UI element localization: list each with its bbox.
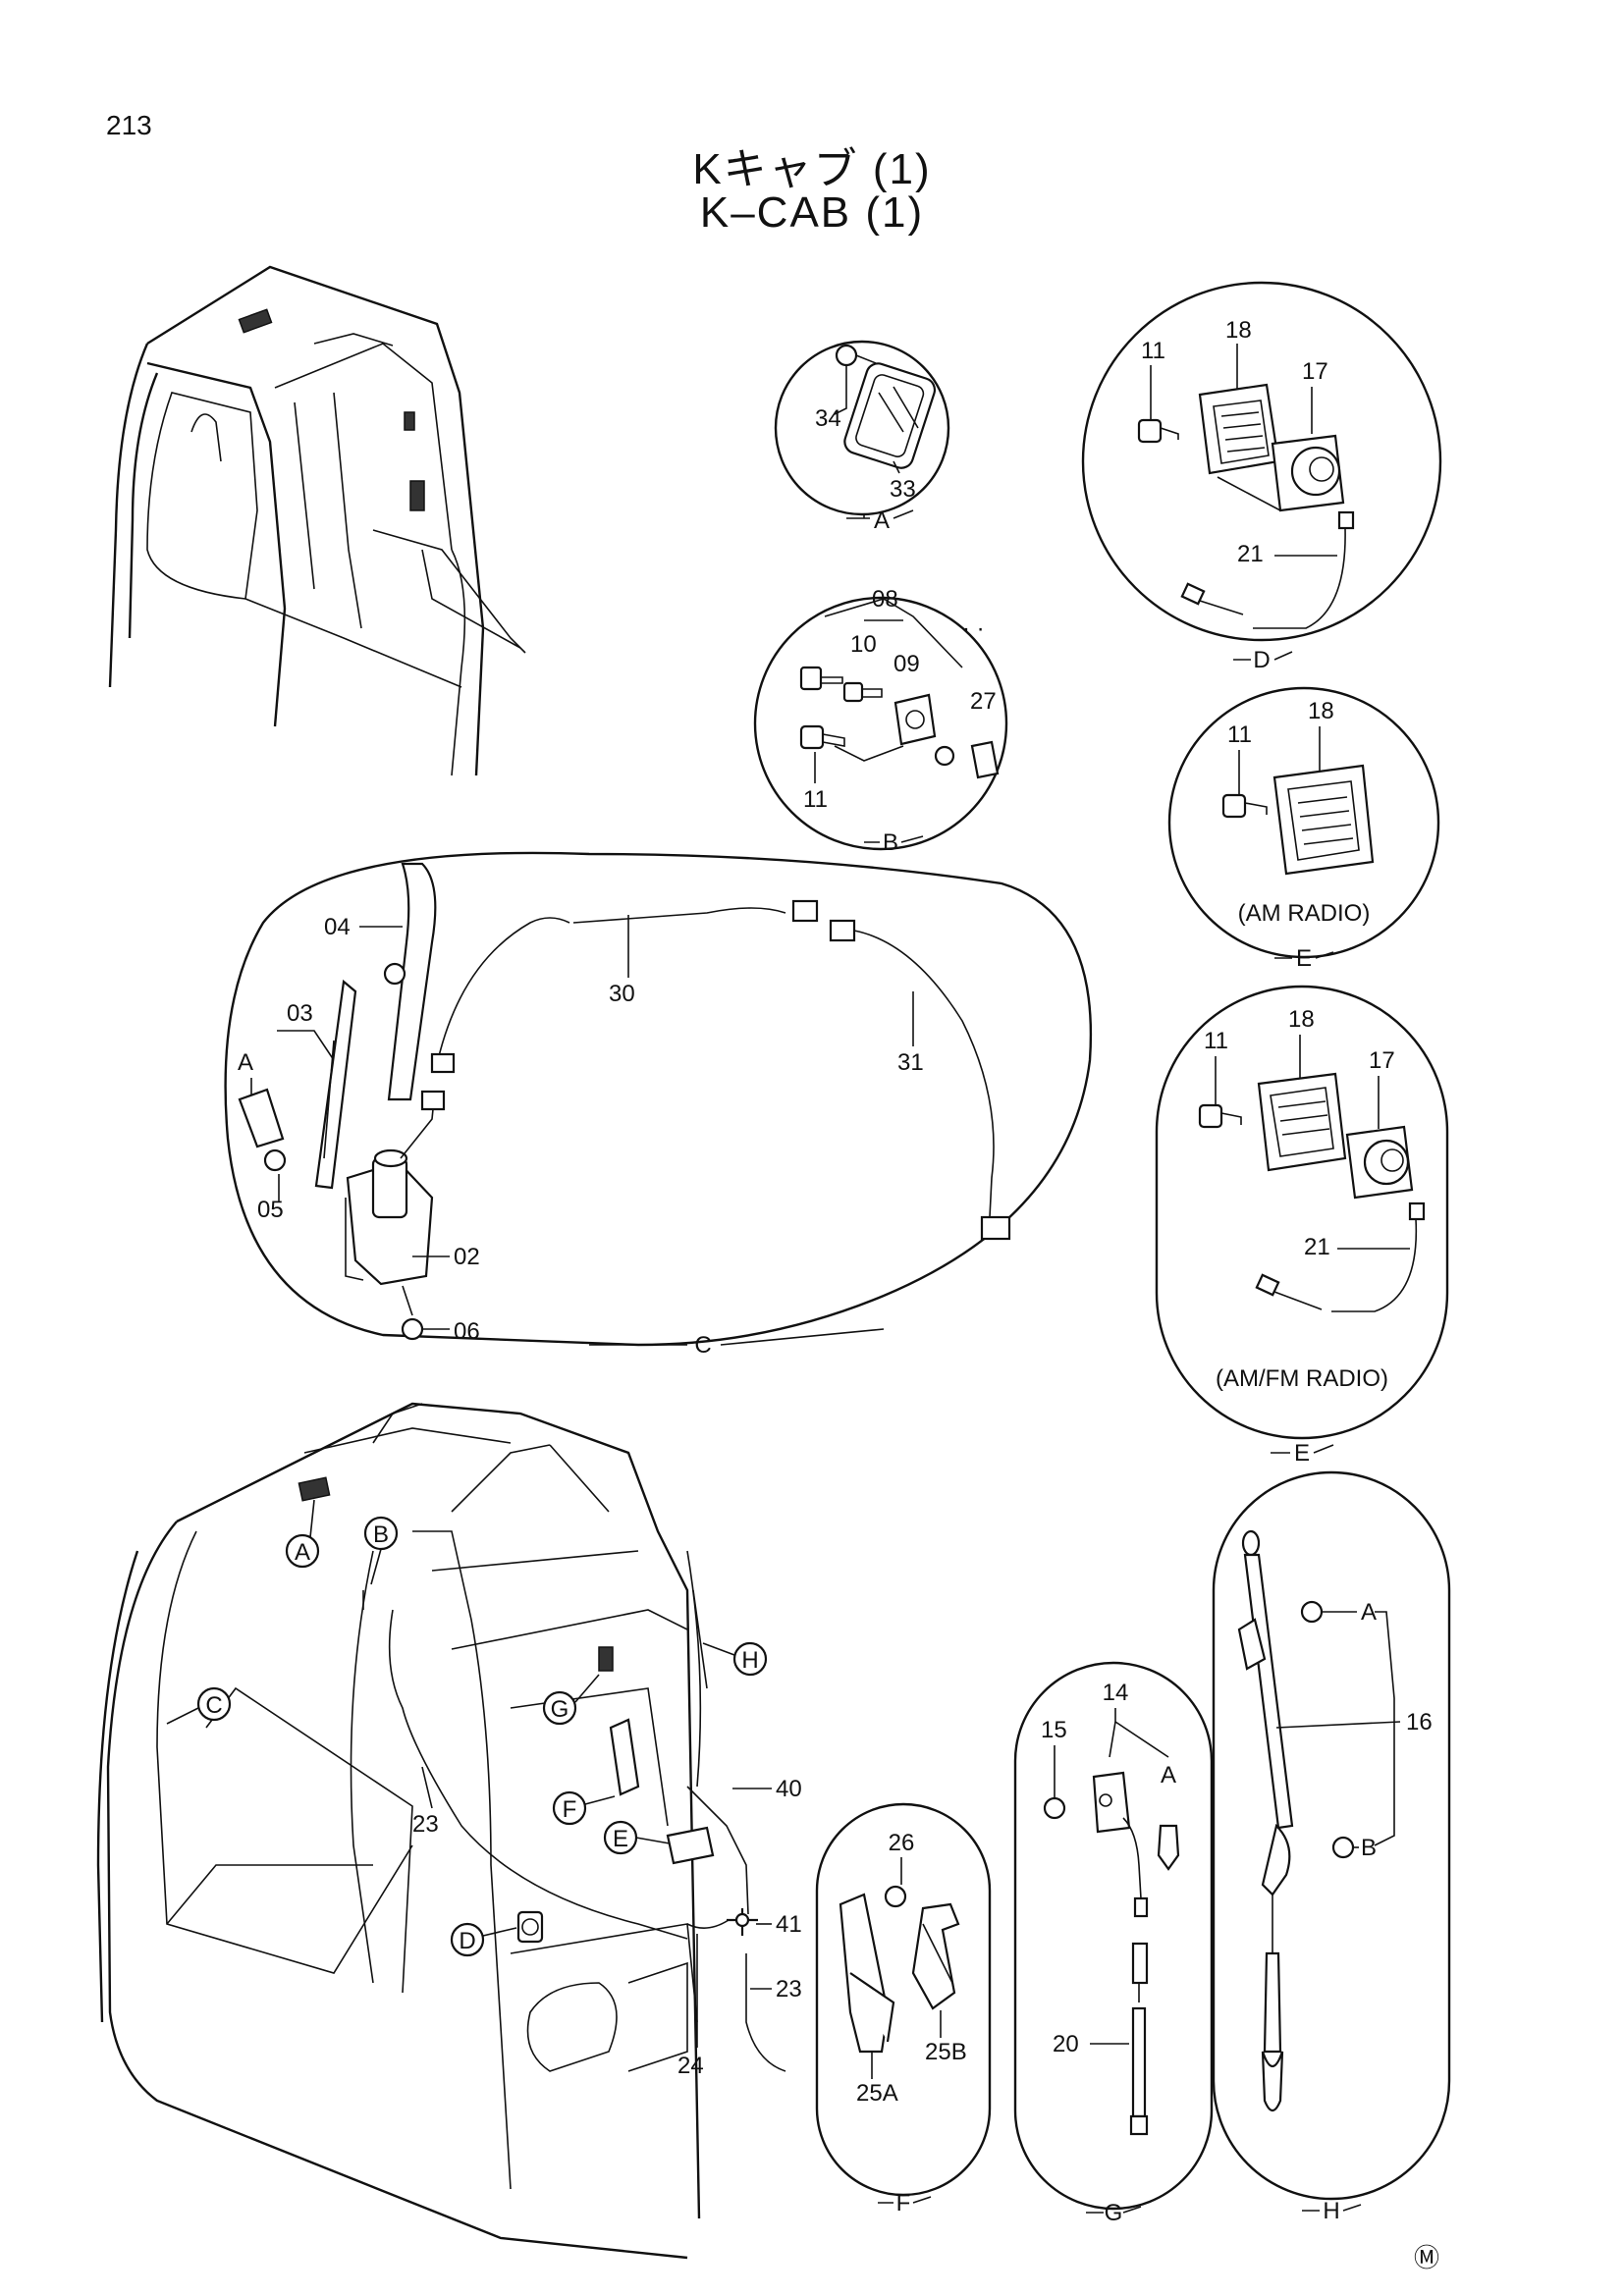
part-label-21: 21 xyxy=(1237,541,1264,567)
detail-h-tag: H xyxy=(1323,2198,1339,2224)
part-label-06: 06 xyxy=(454,1318,480,1345)
detail-d: 11 18 17 21 D xyxy=(1081,281,1442,673)
callout-b[interactable]: B xyxy=(363,1516,399,1585)
callout-d[interactable]: D xyxy=(450,1922,517,1957)
callout-e[interactable]: E xyxy=(603,1820,671,1855)
part-label-25a: 25A xyxy=(856,2080,898,2107)
detail-e-am-radio: 11 18 (AM RADIO) E xyxy=(1167,686,1440,972)
part-label-23: 23 xyxy=(412,1811,439,1838)
part-label-25b: 25B xyxy=(925,2039,967,2065)
part-label-08: 08 xyxy=(872,586,898,613)
part-label-20: 20 xyxy=(1053,2031,1079,2057)
part-label-14: 14 xyxy=(1103,1680,1129,1706)
svg-text:B: B xyxy=(373,1522,389,1548)
part-label-11: 11 xyxy=(1141,338,1165,364)
part-label-16: 16 xyxy=(1406,1709,1433,1735)
detail-g-tag: G xyxy=(1105,2200,1123,2226)
part-label-04: 04 xyxy=(324,914,351,940)
maker-mark: Ⓜ xyxy=(1414,2243,1440,2272)
page-title-japanese: Kキャブ (1) xyxy=(692,145,932,193)
cab-overview-sketch xyxy=(108,265,526,776)
detail-c-tag: C xyxy=(694,1332,711,1359)
part-label-11: 11 xyxy=(803,786,828,813)
detail-e-amfm-caption: (AM/FM RADIO) xyxy=(1216,1365,1388,1392)
part-label-30: 30 xyxy=(609,981,635,1007)
svg-text:F: F xyxy=(563,1796,577,1823)
detail-a: 34 33 A xyxy=(774,340,950,534)
part-label-18: 18 xyxy=(1225,317,1252,344)
main-cab-drawing: 23 40 41 23 24 A B xyxy=(96,1402,802,2260)
callout-a[interactable]: A xyxy=(285,1499,320,1569)
detail-e-amfm-tag: E xyxy=(1294,1440,1310,1467)
part-label-34: 34 xyxy=(815,405,841,432)
part-label-24: 24 xyxy=(677,2053,704,2079)
detail-f-tag: F xyxy=(896,2190,911,2216)
part-label-03: 03 xyxy=(287,1000,313,1027)
detail-f: 26 25A 25B F xyxy=(815,1802,992,2216)
detail-h: A 16 B H xyxy=(1212,1470,1451,2224)
callout-f[interactable]: F xyxy=(552,1790,616,1826)
dot-marks: · · xyxy=(962,615,985,642)
svg-text:C: C xyxy=(205,1692,222,1719)
part-label-18: 18 xyxy=(1308,698,1334,724)
svg-text:H: H xyxy=(741,1647,758,1674)
detail-e-am-tag: E xyxy=(1296,945,1312,972)
detail-e-am-caption: (AM RADIO) xyxy=(1238,900,1371,927)
svg-text:D: D xyxy=(459,1928,475,1954)
part-label-23b: 23 xyxy=(776,1976,802,2002)
part-label-11: 11 xyxy=(1204,1028,1228,1054)
callout-g[interactable]: G xyxy=(542,1674,600,1726)
part-label-31: 31 xyxy=(897,1049,924,1076)
part-label-21: 21 xyxy=(1304,1234,1330,1260)
detail-a-tag: A xyxy=(874,507,890,534)
part-label-11: 11 xyxy=(1227,721,1252,748)
detail-b-tag: B xyxy=(883,829,898,856)
part-label-09: 09 xyxy=(893,651,920,677)
part-label-26: 26 xyxy=(889,1830,915,1856)
detail-c: 04 03 A 05 02 06 xyxy=(224,851,1093,1359)
part-label-a-g: A xyxy=(1161,1762,1176,1789)
part-label-41: 41 xyxy=(776,1911,802,1938)
svg-text:E: E xyxy=(613,1826,628,1852)
part-label-a: A xyxy=(238,1049,253,1076)
detail-e-amfm-radio: 11 18 17 21 (AM/FM RADIO) E xyxy=(1155,985,1449,1467)
svg-text:A: A xyxy=(295,1539,310,1566)
part-label-a-h: A xyxy=(1361,1599,1377,1626)
callout-h[interactable]: H xyxy=(702,1641,768,1677)
svg-text:G: G xyxy=(551,1696,569,1723)
part-label-17: 17 xyxy=(1302,358,1328,385)
part-label-17: 17 xyxy=(1369,1047,1395,1074)
part-label-33: 33 xyxy=(890,476,916,503)
callout-c[interactable]: C xyxy=(166,1686,232,1725)
detail-d-tag: D xyxy=(1253,647,1270,673)
part-label-02: 02 xyxy=(454,1244,480,1270)
detail-b: 08 10 09 27 11 B · · xyxy=(753,586,1008,856)
part-label-b-h: B xyxy=(1361,1835,1377,1861)
part-label-18: 18 xyxy=(1288,1006,1315,1033)
detail-g: 14 15 A 20 G xyxy=(1013,1661,1214,2226)
page-number: 213 xyxy=(106,110,152,140)
page-title-english: K–CAB (1) xyxy=(699,188,925,237)
part-label-40: 40 xyxy=(776,1776,802,1802)
part-label-15: 15 xyxy=(1041,1717,1067,1743)
part-label-10: 10 xyxy=(850,631,877,658)
part-label-27: 27 xyxy=(970,688,997,715)
